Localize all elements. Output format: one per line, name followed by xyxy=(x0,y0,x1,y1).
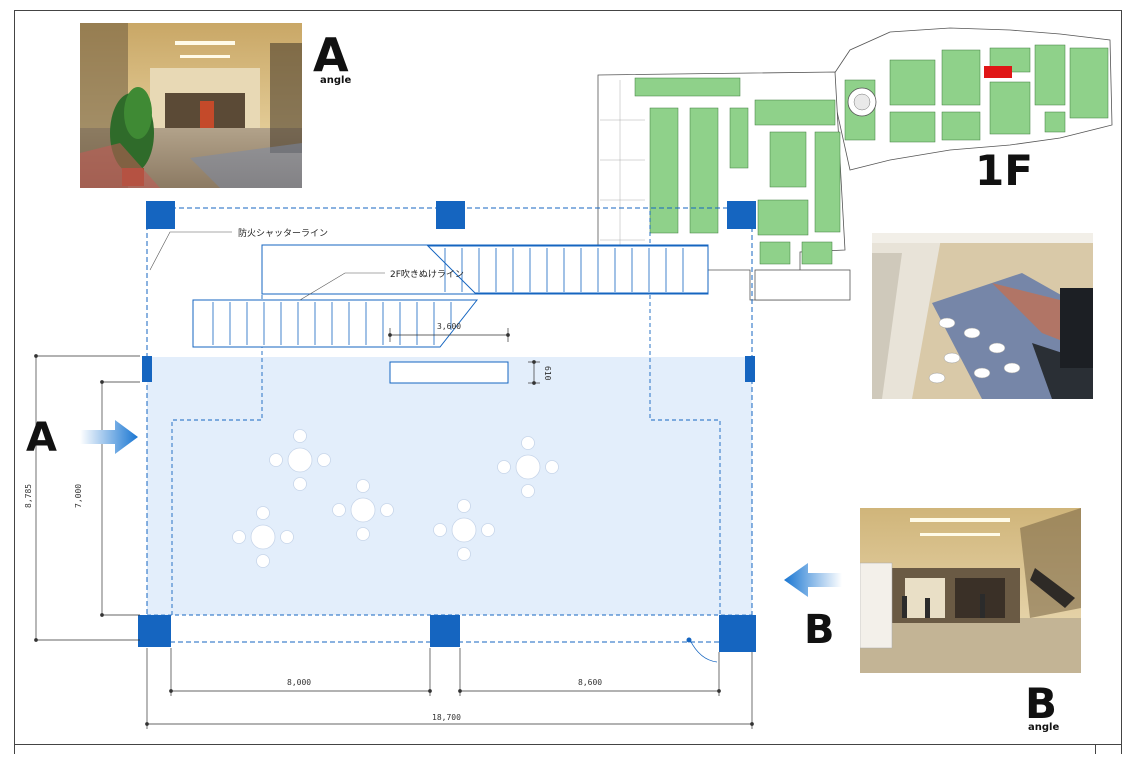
drawing-sheet-frame xyxy=(14,10,1122,754)
dim-3600: 3,600 xyxy=(437,322,462,331)
dim-8000: 8,000 xyxy=(287,678,312,687)
sheet-footer-line xyxy=(14,744,1122,745)
dim-8600: 8,600 xyxy=(578,678,603,687)
dim-610: 610 xyxy=(543,366,552,381)
photo-overhead-view xyxy=(872,233,1093,399)
angle-a-letter: A xyxy=(313,28,349,82)
angle-a-word: angle xyxy=(320,75,352,86)
angle-b-word: angle xyxy=(1028,722,1060,733)
void-2f-line-label: 2F吹きぬけライン xyxy=(390,270,464,280)
photo-angle-a xyxy=(80,23,302,188)
angle-b-letter: B xyxy=(1025,679,1058,728)
arrow-b-letter: B xyxy=(804,607,835,653)
dim-7000: 7,000 xyxy=(74,483,83,508)
sheet-footer-tick xyxy=(1095,744,1096,754)
floor-label: 1F xyxy=(975,146,1033,195)
photo-angle-b xyxy=(860,508,1081,673)
fire-shutter-line-label: 防火シャッターライン xyxy=(238,229,329,239)
arrow-a-letter: A xyxy=(26,415,57,461)
dim-8785: 8,785 xyxy=(24,483,33,508)
dim-18700: 18,700 xyxy=(432,713,461,722)
